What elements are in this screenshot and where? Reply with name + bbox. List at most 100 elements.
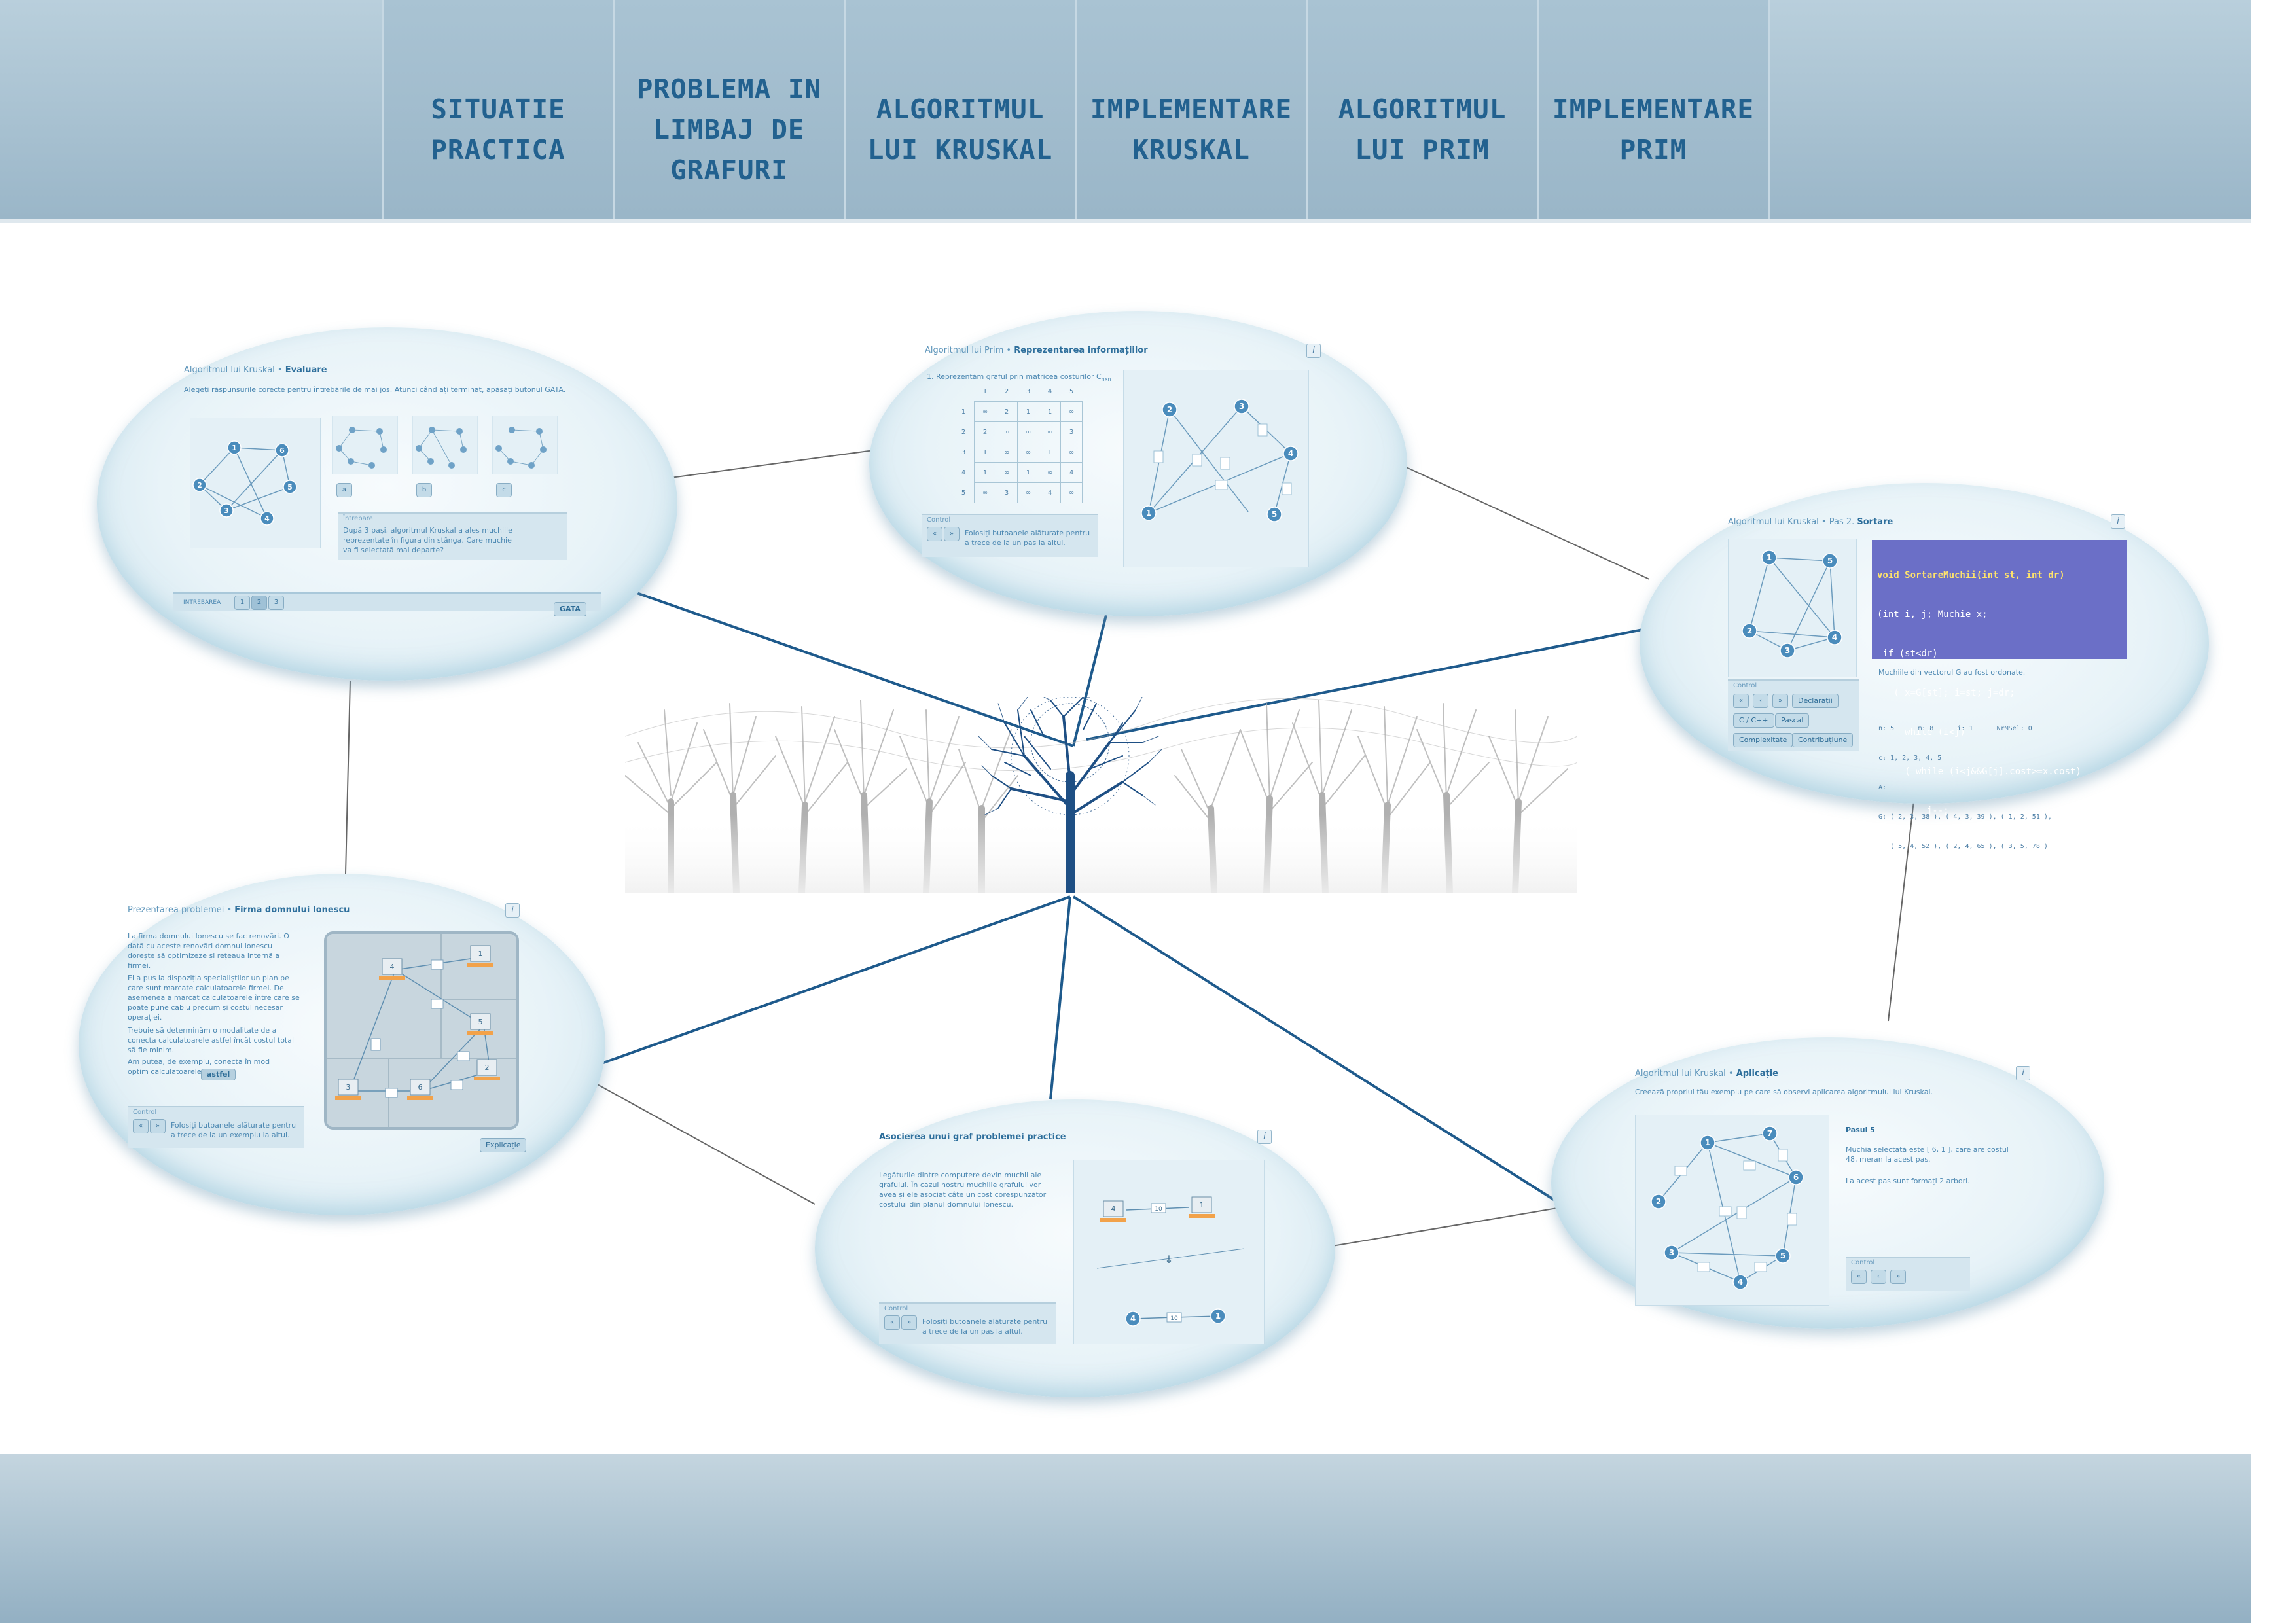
c-line: c: 1, 2, 3, 4, 5 bbox=[1878, 755, 1942, 762]
svg-text:4: 4 bbox=[1130, 1314, 1136, 1323]
tab-implementare-prim[interactable]: IMPLEMENTARE PRIM bbox=[1537, 0, 1770, 219]
choice-graph-a[interactable] bbox=[332, 416, 398, 474]
first-step-button[interactable]: « bbox=[1851, 1270, 1867, 1284]
panel-prim-reprezentare: Algoritmul lui Prim • Reprezentarea info… bbox=[869, 311, 1407, 616]
tab-situatie-practica[interactable]: SITUATIE PRACTICA bbox=[382, 0, 613, 219]
svg-text:1: 1 bbox=[1767, 553, 1772, 562]
subtitle-text: Creează propriul tău exemplu pe care să … bbox=[1635, 1088, 1933, 1096]
matrix-cell: ∞ bbox=[1017, 482, 1039, 503]
matrix-cell: 1 bbox=[974, 462, 996, 483]
connector-asociere-aplicatie bbox=[1328, 1207, 1562, 1247]
question-page-1[interactable]: 1 bbox=[234, 596, 250, 610]
svg-text:6: 6 bbox=[279, 446, 285, 455]
matrix-row: 5∞3∞4∞ bbox=[953, 482, 1083, 503]
next-step-button[interactable]: » bbox=[1890, 1270, 1906, 1284]
question-page-2[interactable]: 2 bbox=[251, 596, 267, 610]
svg-text:6: 6 bbox=[418, 1083, 423, 1092]
matrix-row-header: 3 bbox=[961, 448, 966, 456]
contributiune-button[interactable]: Contribuțiune bbox=[1792, 733, 1854, 747]
prev-step-button[interactable]: « bbox=[884, 1315, 900, 1330]
matrix-cell: ∞ bbox=[1017, 421, 1039, 442]
panel-breadcrumb: Algoritmul lui Kruskal bbox=[184, 365, 275, 375]
matrix-cell: 1 bbox=[1039, 401, 1061, 422]
pascal-button[interactable]: Pascal bbox=[1775, 713, 1810, 728]
choice-graph-b[interactable] bbox=[412, 416, 478, 474]
cpp-button[interactable]: C / C++ bbox=[1733, 713, 1774, 728]
code-line: while (i<j) bbox=[1877, 727, 1965, 738]
svg-text:5: 5 bbox=[1780, 1251, 1785, 1260]
code-line: ( while (i<j&&G[j].cost>=x.cost) bbox=[1877, 766, 2081, 777]
declaratii-button[interactable]: Declarații bbox=[1792, 694, 1839, 708]
question-page-3[interactable]: 3 bbox=[268, 596, 284, 610]
prev-step-button[interactable]: « bbox=[927, 527, 942, 541]
matrix-cell: 2 bbox=[996, 401, 1018, 422]
tab-implementare-kruskal[interactable]: IMPLEMENTARE KRUSKAL bbox=[1075, 0, 1306, 219]
matrix-cell: ∞ bbox=[974, 401, 996, 422]
explicatie-button[interactable]: Explicație bbox=[480, 1138, 527, 1152]
astfel-button[interactable]: astfel bbox=[201, 1069, 236, 1080]
variables-readout: n: 5 m: 8 i: 1 NrMSel: 0 c: 1, 2, 3, 4, … bbox=[1878, 704, 2052, 871]
panel-title: Algoritmul lui Kruskal • Evaluare bbox=[184, 365, 327, 375]
next-step-button[interactable]: » bbox=[1772, 694, 1788, 708]
panel-title: Prezentarea problemei • Firma domnului I… bbox=[128, 905, 350, 915]
tab-label: PROBLEMA IN LIMBAJ DE GRAFURI bbox=[636, 73, 822, 186]
matrix-cell: 1 bbox=[1039, 442, 1061, 463]
first-step-button[interactable]: « bbox=[1733, 694, 1749, 708]
next-step-button[interactable]: » bbox=[944, 527, 960, 541]
svg-text:4: 4 bbox=[1832, 633, 1837, 642]
paragraph-1: La firma domnului Ionescu se fac renovăr… bbox=[128, 932, 289, 970]
svg-text:1: 1 bbox=[1200, 1201, 1204, 1209]
prev-example-button[interactable]: « bbox=[133, 1119, 149, 1133]
code-line: G[i]=G[j]; bbox=[1877, 845, 1971, 855]
connector-asociere bbox=[1049, 896, 1071, 1100]
matrix-cell: 4 bbox=[1060, 462, 1083, 483]
computer-icons bbox=[338, 945, 497, 1096]
highlighted-tree bbox=[978, 697, 1162, 893]
done-button[interactable]: GATA bbox=[554, 602, 586, 616]
connector-evaluare-prezentare bbox=[345, 680, 351, 874]
info-icon[interactable]: i bbox=[2016, 1066, 2030, 1080]
tab-label: IMPLEMENTARE KRUSKAL bbox=[1090, 93, 1293, 166]
control-box: Control « ‹ » bbox=[1846, 1257, 1970, 1291]
control-box: Control « » Folosiți butoanele alăturate… bbox=[879, 1302, 1056, 1344]
tab-problema-grafuri[interactable]: PROBLEMA IN LIMBAJ DE GRAFURI bbox=[613, 0, 844, 219]
connector-sortare-aplicatie bbox=[1888, 794, 1915, 1022]
next-example-button[interactable]: » bbox=[150, 1119, 166, 1133]
tab-algoritmul-kruskal[interactable]: ALGORITMUL LUI KRUSKAL bbox=[844, 0, 1075, 219]
matrix-cell: ∞ bbox=[1060, 442, 1083, 463]
instructions-text: Alegeți răspunsurile corecte pentru într… bbox=[184, 385, 566, 394]
choice-b-button[interactable]: b bbox=[416, 483, 432, 497]
connector-prim bbox=[1072, 615, 1107, 747]
complexitate-button[interactable]: Complexitate bbox=[1733, 733, 1793, 747]
step-subscript: nxn bbox=[1101, 376, 1111, 383]
info-icon[interactable]: i bbox=[2111, 514, 2125, 529]
svg-text:3: 3 bbox=[1785, 646, 1790, 655]
question-text: După 3 pași, algoritmul Kruskal a ales m… bbox=[343, 526, 512, 554]
svg-text:5: 5 bbox=[1827, 556, 1833, 565]
svg-text:2: 2 bbox=[1167, 405, 1172, 414]
matrix-cell: ∞ bbox=[996, 421, 1018, 442]
tab-algoritmul-prim[interactable]: ALGORITMUL LUI PRIM bbox=[1306, 0, 1537, 219]
prev-step-button[interactable]: ‹ bbox=[1871, 1270, 1886, 1284]
svg-text:3: 3 bbox=[224, 507, 229, 515]
control-box: Control « ‹ » Declarații C / C++ Pascal … bbox=[1728, 679, 1859, 751]
choice-c-button[interactable]: c bbox=[496, 483, 512, 497]
info-icon[interactable]: i bbox=[505, 903, 520, 918]
svg-text:2: 2 bbox=[1656, 1197, 1661, 1206]
prev-step-button[interactable]: ‹ bbox=[1753, 694, 1768, 708]
control-box: Control « » Folosiți butoanele alăturate… bbox=[128, 1106, 304, 1148]
choice-graph-c[interactable] bbox=[492, 416, 558, 474]
matrix-cell: 3 bbox=[996, 482, 1018, 503]
panel-prezentare-problemei: Prezentarea problemei • Firma domnului I… bbox=[79, 874, 605, 1215]
info-icon[interactable]: i bbox=[1257, 1130, 1272, 1144]
choice-a-button[interactable]: a bbox=[336, 483, 352, 497]
svg-text:2: 2 bbox=[197, 481, 202, 490]
next-step-button[interactable]: » bbox=[901, 1315, 917, 1330]
info-icon[interactable]: i bbox=[1306, 344, 1321, 358]
